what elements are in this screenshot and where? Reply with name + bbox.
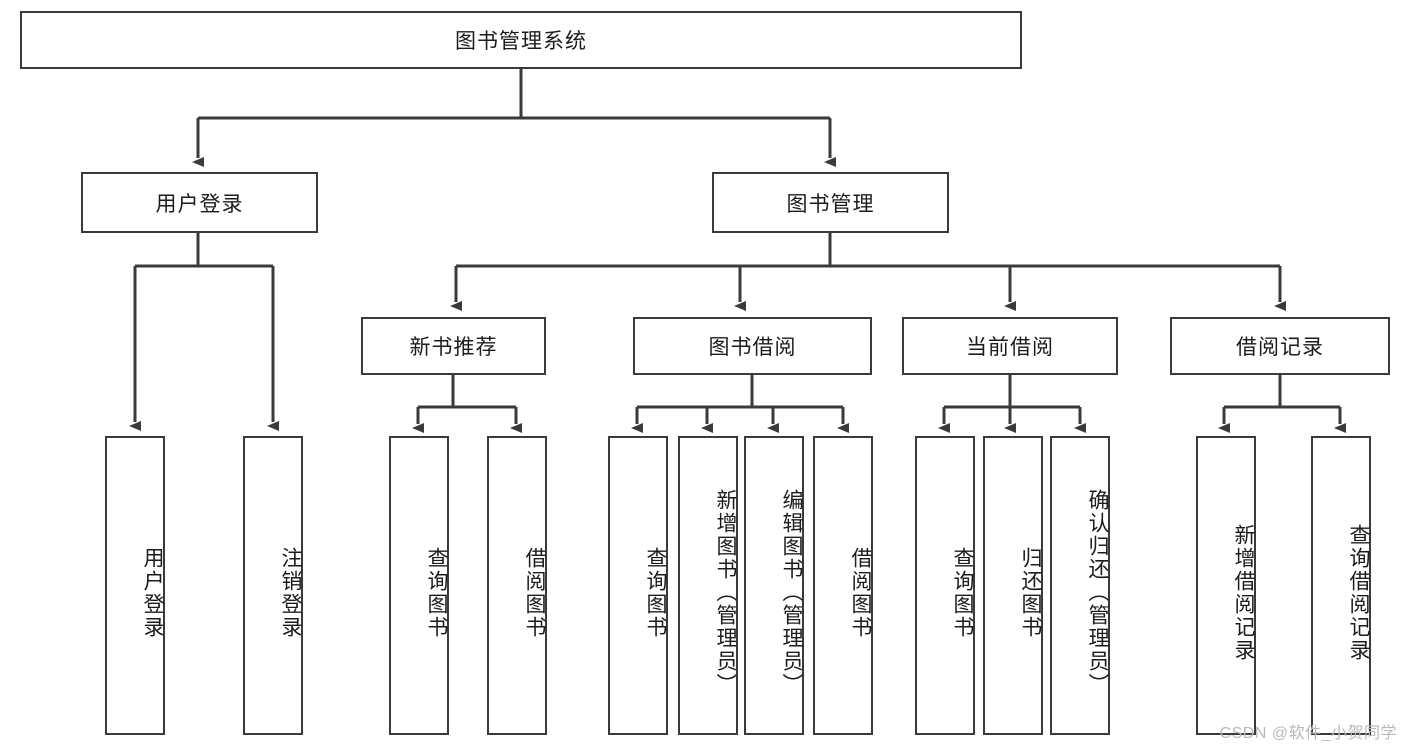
leaf-current-confirm-return-admin[interactable]: 确认归还（管理员） <box>1050 436 1110 735</box>
node-label: 确认归还（管理员） <box>1086 489 1109 696</box>
node-label: 当前借阅 <box>966 336 1054 359</box>
leaf-record-add-borrow-record[interactable]: 新增借阅记录 <box>1196 436 1256 735</box>
node-book-management[interactable]: 图书管理 <box>712 172 949 233</box>
node-label: 新增借阅记录 <box>1232 523 1255 662</box>
node-label: 查询图书 <box>425 546 448 639</box>
leaf-borrow-search-book[interactable]: 查询图书 <box>608 436 668 735</box>
leaf-logout[interactable]: 注销登录 <box>243 436 303 735</box>
node-label: 图书借阅 <box>708 336 797 359</box>
leaf-borrow-borrow-book[interactable]: 借阅图书 <box>813 436 873 735</box>
node-label: 查询借阅记录 <box>1347 523 1370 662</box>
leaf-recommend-search-book[interactable]: 查询图书 <box>389 436 449 735</box>
node-label: 借阅记录 <box>1236 336 1324 359</box>
leaf-record-search-borrow-record[interactable]: 查询借阅记录 <box>1311 436 1371 735</box>
node-root-book-management-system[interactable]: 图书管理系统 <box>20 11 1022 69</box>
node-label: 新增图书（管理员） <box>714 489 737 696</box>
node-borrow-record[interactable]: 借阅记录 <box>1170 317 1390 375</box>
node-label: 注销登录 <box>279 546 302 639</box>
node-new-book-recommend[interactable]: 新书推荐 <box>361 317 546 375</box>
node-label: 编辑图书（管理员） <box>780 489 803 696</box>
leaf-user-login[interactable]: 用户登录 <box>105 436 165 735</box>
leaf-current-search-book[interactable]: 查询图书 <box>915 436 975 735</box>
leaf-current-return-book[interactable]: 归还图书 <box>983 436 1043 735</box>
node-label: 查询图书 <box>951 546 974 639</box>
node-label: 用户登录 <box>141 546 164 639</box>
node-label: 查询图书 <box>644 546 667 639</box>
node-label: 图书管理 <box>786 192 875 216</box>
leaf-borrow-edit-book-admin[interactable]: 编辑图书（管理员） <box>744 436 804 735</box>
node-label: 新书推荐 <box>409 336 498 359</box>
leaf-recommend-borrow-book[interactable]: 借阅图书 <box>487 436 547 735</box>
node-label: 图书管理系统 <box>455 30 587 53</box>
node-current-borrow[interactable]: 当前借阅 <box>902 317 1118 375</box>
node-book-borrow[interactable]: 图书借阅 <box>633 317 872 375</box>
node-label: 归还图书 <box>1019 546 1042 639</box>
watermark: CSDN @软件_小贺同学 <box>1219 725 1397 742</box>
node-label: 用户登录 <box>155 192 244 216</box>
node-user-login[interactable]: 用户登录 <box>81 172 318 233</box>
leaf-borrow-add-book-admin[interactable]: 新增图书（管理员） <box>678 436 738 735</box>
node-label: 借阅图书 <box>849 546 872 639</box>
node-label: 借阅图书 <box>523 546 546 639</box>
